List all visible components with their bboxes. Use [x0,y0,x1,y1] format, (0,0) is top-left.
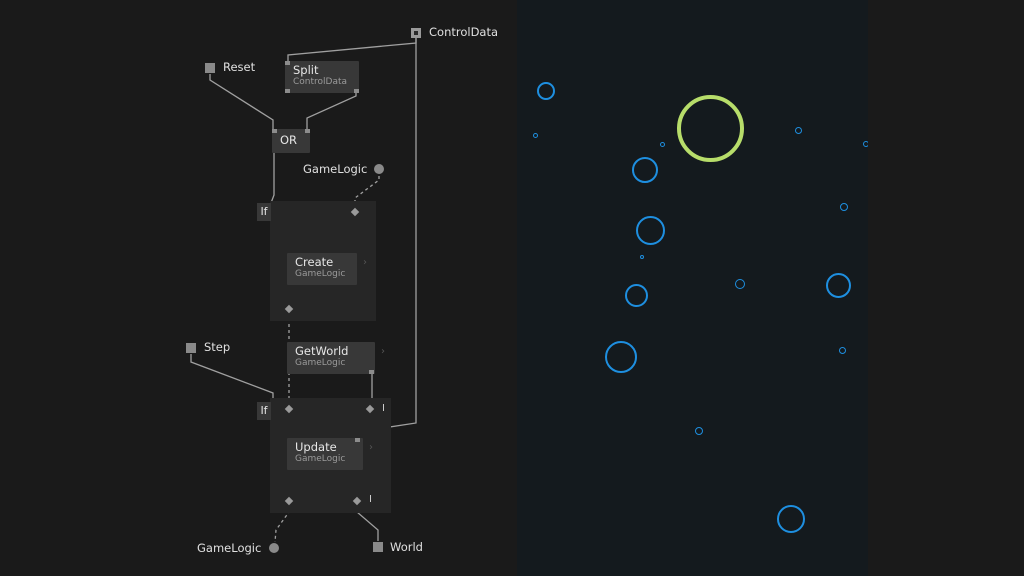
gamelogic-output-label: GameLogic [197,541,262,555]
game-render-viewport[interactable] [517,0,869,576]
update-node-subtitle: GameLogic [295,454,346,464]
right-panel-background [868,0,1024,576]
patch-wires [190,38,417,543]
create-node-title: Create [295,255,334,269]
chevron-right-icon: › [363,257,367,268]
bubble [632,157,658,183]
bubble-small [840,203,848,211]
update-input-pin[interactable] [355,438,360,442]
patch-editor[interactable]: ControlData Reset Split ControlData OR G… [0,0,517,576]
bar-label-1: I [382,403,385,414]
bubble [537,82,555,100]
player-circle [677,95,744,162]
bubble-small [695,427,703,435]
bubble-small [660,142,665,147]
step-input-pin[interactable] [186,343,196,353]
bubble [625,284,648,307]
chevron-right-icon: › [381,346,385,357]
gamelogic-input-label: GameLogic [303,162,368,176]
bubble [605,341,637,373]
gamelogic-output-pin[interactable] [269,543,279,553]
step-input-label: Step [204,340,231,354]
or-node-title: OR [280,133,298,147]
create-node-subtitle: GameLogic [295,269,346,279]
bar-label-2: I [369,494,372,505]
bubble [636,216,665,245]
split-node-title: Split [293,63,319,77]
getworld-output-pin[interactable] [369,370,374,374]
split-output-pin-2[interactable] [354,89,359,93]
bubble [777,505,805,533]
split-input-pin[interactable] [285,61,290,65]
getworld-node[interactable]: GetWorld GameLogic › [287,342,385,374]
reset-input-label: Reset [223,60,256,74]
or-input-pin-1[interactable] [272,129,277,133]
create-node[interactable]: Create GameLogic › [287,253,367,285]
if-node-label[interactable]: If [257,203,271,221]
bubble-small [795,127,802,134]
split-output-pin-1[interactable] [285,89,290,93]
gamelogic-input-pin[interactable] [374,164,384,174]
update-node-title: Update [295,440,337,454]
controldata-input-label: ControlData [429,25,499,39]
or-node[interactable]: OR [272,129,310,153]
bubble-small [640,255,644,259]
bubble [826,273,851,298]
bubble-small [839,347,846,354]
world-output-pin[interactable] [373,542,383,552]
or-input-pin-2[interactable] [305,129,310,133]
split-node[interactable]: Split ControlData [285,61,359,93]
reset-input-pin[interactable] [205,63,215,73]
bubble-small [533,133,538,138]
split-node-subtitle: ControlData [293,77,348,87]
chevron-right-icon: › [369,442,373,453]
bubble-small [735,279,745,289]
update-node[interactable]: Update GameLogic › [287,438,373,470]
controldata-input-pin[interactable] [411,28,421,38]
getworld-node-subtitle: GameLogic [295,358,346,368]
getworld-node-title: GetWorld [295,344,349,358]
if-node-label-2[interactable]: If [257,402,271,420]
world-output-label: World [390,540,423,554]
